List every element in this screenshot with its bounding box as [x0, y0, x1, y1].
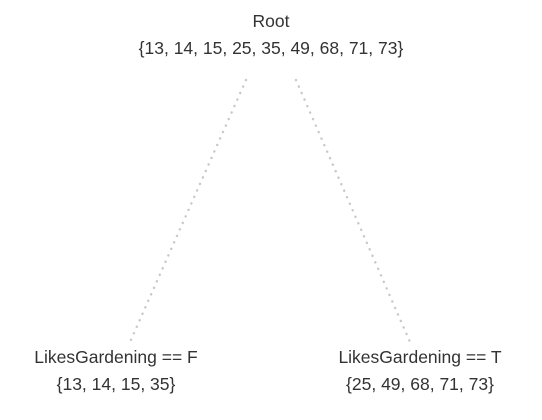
left-child-node: LikesGardening == F {13, 14, 15, 35}: [0, 344, 232, 398]
left-node-members: {13, 14, 15, 35}: [56, 374, 176, 394]
right-node-members: {25, 49, 68, 71, 73}: [346, 374, 494, 394]
root-node-label: Root: [252, 11, 290, 31]
root-node-members: {13, 14, 15, 25, 35, 49, 68, 71, 73}: [138, 38, 404, 58]
edge-root-to-right: [294, 78, 412, 344]
root-node: Root {13, 14, 15, 25, 35, 49, 68, 71, 73…: [71, 8, 471, 62]
left-node-label: LikesGardening == F: [34, 347, 198, 367]
edge-root-to-left: [128, 78, 248, 344]
right-node-label: LikesGardening == T: [338, 347, 502, 367]
right-child-node: LikesGardening == T {25, 49, 68, 71, 73}: [304, 344, 536, 398]
